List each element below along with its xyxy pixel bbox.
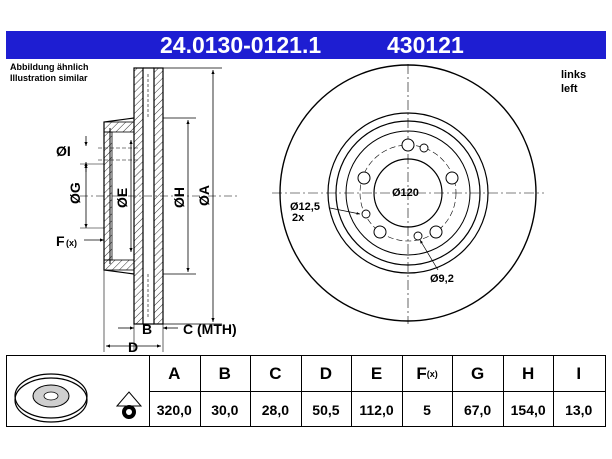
dim-h-label: ØH	[171, 187, 187, 208]
column-header-i: I	[576, 364, 582, 383]
illustration-note-en: Illustration similar	[10, 73, 88, 83]
locating-holes	[361, 143, 429, 241]
dim-f-sub: (x)	[66, 238, 77, 248]
small-hole-label: Ø9,2	[430, 273, 454, 285]
dim-g-label: ØG	[67, 182, 83, 204]
column-value-b: 30,0	[211, 401, 239, 418]
dim-e-label: ØE	[114, 188, 130, 208]
column-value-f: 5	[423, 401, 431, 418]
spec-table: A 320,0 B 30,0 C 28,0 D 50,5 E 112,0 F(x) 5 G 67,0 H 15…	[6, 355, 606, 427]
title-bar: 24.0130-0121.1 430121	[6, 31, 606, 59]
illustration-note-de: Abbildung ähnlich	[10, 62, 89, 72]
column-value-d: 50,5	[312, 401, 340, 418]
dim-b-label: B	[142, 321, 152, 337]
dim-f-label: F	[56, 233, 65, 249]
column-header-f: F(x)	[416, 364, 438, 383]
front-view: Ø120 Ø12,5 2x Ø9,2	[272, 64, 544, 324]
bolt-circle-label: Ø120	[392, 187, 419, 199]
dim-i-label: ØI	[56, 143, 71, 159]
side-label-de: links	[561, 69, 587, 81]
column-header-e: E	[370, 364, 383, 383]
column-header-c: C	[269, 364, 282, 383]
column-header-a: A	[168, 364, 181, 383]
hole-count-label: 2x	[292, 212, 305, 224]
column-value-g: 67,0	[463, 401, 492, 418]
column-value-c: 28,0	[261, 401, 289, 418]
hole-diameter-label: Ø12,5	[290, 201, 320, 213]
side-view: ØI ØG ØE ØH ØA F (x) B C (MTH) D	[56, 67, 240, 355]
column-header-b: B	[218, 364, 231, 383]
column-value-i: 13,0	[565, 401, 593, 418]
bolt-holes	[357, 138, 459, 239]
column-header-d: D	[319, 364, 333, 383]
dim-d-label: D	[128, 339, 138, 355]
column-header-h: H	[522, 364, 535, 383]
dim-c-label: C (MTH)	[183, 321, 237, 337]
column-header-g: G	[470, 364, 485, 383]
short-number: 430121	[387, 32, 464, 58]
side-label-en: left	[561, 83, 578, 95]
outer-diameter	[279, 64, 537, 322]
column-value-e: 112,0	[359, 401, 394, 418]
brake-disc-icon	[14, 373, 143, 423]
part-number: 24.0130-0121.1	[160, 32, 322, 58]
dim-a-label: ØA	[196, 185, 212, 206]
column-value-a: 320,0	[156, 401, 192, 418]
column-value-h: 154,0	[510, 401, 546, 418]
center-bore	[373, 158, 443, 228]
